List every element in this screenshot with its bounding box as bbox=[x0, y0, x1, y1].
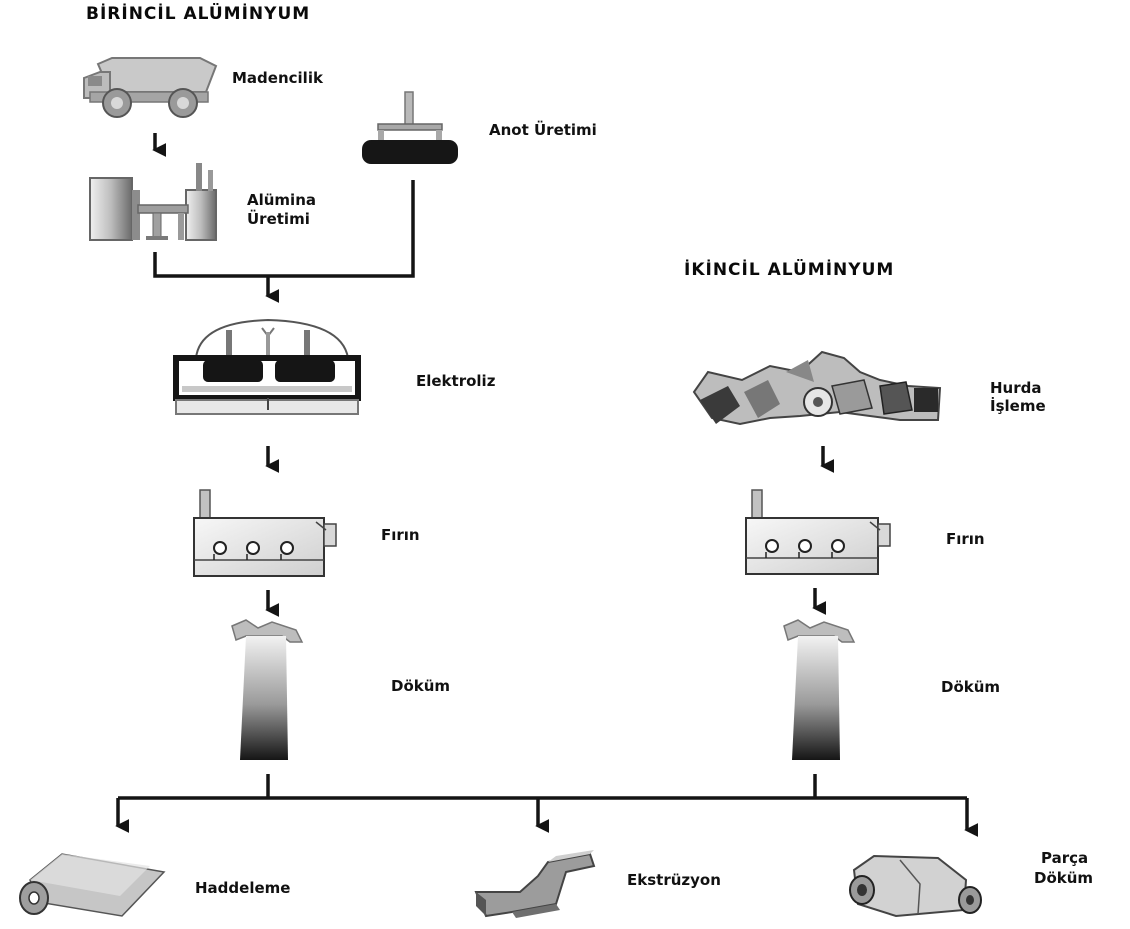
casting-right-icon bbox=[783, 619, 856, 760]
furnace-left-icon bbox=[193, 489, 337, 577]
label-part-casting-line1: Parça bbox=[1041, 849, 1089, 867]
primary-aluminium-header: BİRİNCİL ALÜMİNYUM bbox=[86, 4, 311, 24]
label-extrusion: Ekstrüzyon bbox=[627, 871, 721, 889]
rolled-sheet-icon bbox=[19, 853, 166, 917]
casting-left-icon bbox=[231, 619, 304, 760]
label-electrolysis: Elektroliz bbox=[416, 372, 496, 390]
alumina-plant-icon bbox=[89, 163, 217, 241]
flow-connectors bbox=[115, 133, 979, 837]
label-casting-left: Döküm bbox=[391, 677, 451, 695]
extrusion-profile-icon bbox=[474, 850, 596, 918]
label-anode-production: Anot Üretimi bbox=[489, 121, 597, 139]
label-alumina-line2: Üretimi bbox=[247, 210, 310, 228]
secondary-aluminium-header: İKİNCİL ALÜMİNYUM bbox=[684, 260, 895, 280]
dump-truck-icon bbox=[83, 57, 218, 118]
label-furnace-right: Fırın bbox=[946, 530, 985, 548]
label-alumina-line1: Alümina bbox=[247, 191, 317, 209]
electrolysis-cell-icon bbox=[173, 318, 361, 415]
anode-icon bbox=[362, 91, 458, 164]
label-furnace-left: Fırın bbox=[381, 526, 420, 544]
label-mining: Madencilik bbox=[232, 69, 323, 87]
label-part-casting-line2: Döküm bbox=[1034, 869, 1094, 887]
scrap-pile-icon bbox=[692, 350, 942, 426]
label-scrap-line1: Hurda bbox=[990, 379, 1042, 397]
label-casting-right: Döküm bbox=[941, 678, 1001, 696]
furnace-right-icon bbox=[745, 489, 891, 575]
label-scrap-line2: İşleme bbox=[990, 397, 1046, 415]
label-rolling: Haddeleme bbox=[195, 879, 291, 897]
cast-part-icon bbox=[849, 854, 982, 918]
connector-join-alumina-anode bbox=[153, 180, 415, 278]
